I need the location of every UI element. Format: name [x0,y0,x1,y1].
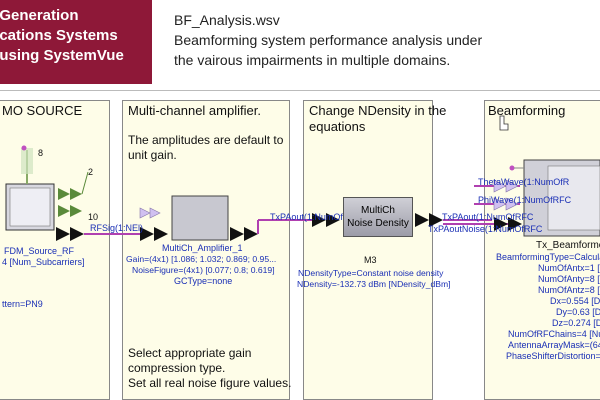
source-port-dot [21,145,27,151]
nd-value-param[interactable]: NDensity=-132.73 dBm [NDensity_dBm] [297,279,451,289]
hand-cursor-icon [499,115,509,131]
source-port-label-10: 10 [88,212,99,222]
bf-param-1[interactable]: NumOfAntx=1 [Num_ [538,263,600,273]
panel-beamforming[interactable] [484,100,600,400]
bf-phi-arrow-1 [493,197,507,211]
source-port-label-2: 2 [88,167,94,177]
source-out-arrow-2 [70,227,84,241]
bf-block-name[interactable]: Tx_Beamformer_ [536,240,600,251]
bf-param-9[interactable]: PhaseShifterDistortion=(6 [506,351,600,361]
green-arrow-3 [58,205,70,217]
description-line-1: Beamforming system performance analysis … [174,32,483,48]
nd-input-wire-label: TxPAout(1:NumOfRF [270,212,355,222]
nd-type-param[interactable]: NDensityType=Constant noise density [298,268,444,278]
header-divider [0,90,600,91]
bf-theta-arrow-2 [505,179,519,193]
amplifier-note-1: The amplitudes are default to [128,133,284,147]
amp-ctrl-arrow-1 [139,207,151,219]
amplifier-note-4: compression type. [128,361,226,375]
description-line-2: the vairous impairments in multiple doma… [174,52,451,68]
nd-block-line-2: Noise Density [347,218,409,229]
ofdm-source-subcarriers[interactable]: 4 [Num_Subcarriers] [2,257,85,267]
bf-param-5[interactable]: Dy=0.63 [Dy_ad [556,307,600,317]
nd-block-line-1: MultiCh [361,205,395,216]
header-description: BF_Analysis.wsv Beamforming system perfo… [174,10,482,70]
bf-param-6[interactable]: Dz=0.274 [Dz_ad [552,318,600,328]
amp-noise-figure-param[interactable]: NoiseFigure=(4x1) [0.077; 0.8; 0.619] [132,265,275,275]
panel-amplifier[interactable] [122,100,290,400]
tx-beamformer-inner [547,165,600,231]
nd-in-arrow-2 [326,213,340,227]
green-arrow-1 [58,188,70,200]
bf-param-7[interactable]: NumOfRFChains=4 [Nu [508,329,600,339]
panel-ndensity[interactable] [303,100,433,400]
banner-line-2: nications Systems [0,27,118,44]
multich-noise-density-block[interactable]: MultiCh Noise Density [343,197,413,237]
nd-block-name[interactable]: M3 [364,255,377,265]
bf-phi-arrow-2 [505,197,519,211]
source-port-box [21,148,33,174]
amp-out-arrow-1 [230,227,244,241]
bf-theta-arrow-1 [493,179,507,193]
ofdm-source-name[interactable]: FDM_Source_RF [4,246,75,256]
nd-out-arrow-1 [415,213,429,227]
amp-input-wire-label: RFSig(1:NEl) [90,223,144,233]
bf-phi-wire-label: PhiWave(1:NumOfRFC [478,195,572,205]
bf-in-arrow-1 [494,217,508,231]
green-arrow-2 [70,188,82,200]
source-out-arrow-1 [56,227,70,241]
bf-param-4[interactable]: Dx=0.554 [Dx_ad [550,296,600,306]
amp-in-arrow-1 [140,227,154,241]
panel-source[interactable] [0,100,110,400]
bf-noise-wire-label: TxPAoutNoise(1:NumOfRFC [428,224,543,234]
title-banner: n Generation nications Systems g using S… [0,0,152,84]
amp-gain-param[interactable]: Gain=(4x1) [1.086; 1.032; 0.869; 0.95... [126,254,277,264]
bf-param-3[interactable]: NumOfAntz=8 [Num_ [538,285,600,295]
bf-port-dot [509,165,515,171]
amp-out-arrow-2 [244,227,258,241]
amplifier-note-2: unit gain. [128,148,177,162]
ndensity-panel-title-1: Change NDensity in the [309,103,447,118]
green-wire-1 [81,171,89,195]
amplifier-panel-title: Multi-channel amplifier. [128,103,261,118]
ndensity-panel-title-2: equations [309,119,366,134]
ofdm-source-block-inner [9,187,51,227]
amp-ctrl-arrow-2 [149,207,161,219]
bf-param-8[interactable]: AntennaArrayMask=(64x) [508,340,600,350]
source-panel-title: MO SOURCE [2,103,83,118]
amp-gctype-param[interactable]: GCType=none [174,276,233,286]
ofdm-source-pattern[interactable]: ttern=PN9 [2,299,43,309]
amplifier-note-3: Select appropriate gain [128,346,252,360]
bf-param-2[interactable]: NumOfAnty=8 [Num_ [538,274,600,284]
amp-in-arrow-2 [154,227,168,241]
bf-txpa-wire-label: TxPAout(1:NumOfRFC [442,212,534,222]
multich-amplifier-block [171,195,229,241]
banner-line-1: n Generation [0,7,79,24]
amplifier-note-5: Set all real noise figure values. [128,376,292,390]
banner-line-3: g using SystemVue [0,47,124,64]
bf-param-0[interactable]: BeamformingType=Calculat [496,252,600,262]
green-arrow-4 [70,205,82,217]
bf-in-arrow-2 [508,217,522,231]
nd-in-arrow-1 [312,213,326,227]
amp-block-name[interactable]: MultiCh_Amplifier_1 [162,243,243,253]
workspace-filename: BF_Analysis.wsv [174,12,280,28]
beamforming-panel-title: Beamforming [488,103,566,118]
source-port-label-8: 8 [38,148,44,158]
nd-out-arrow-2 [429,213,443,227]
bf-theta-wire-label: ThetaWave(1:NumOfR [478,177,570,187]
